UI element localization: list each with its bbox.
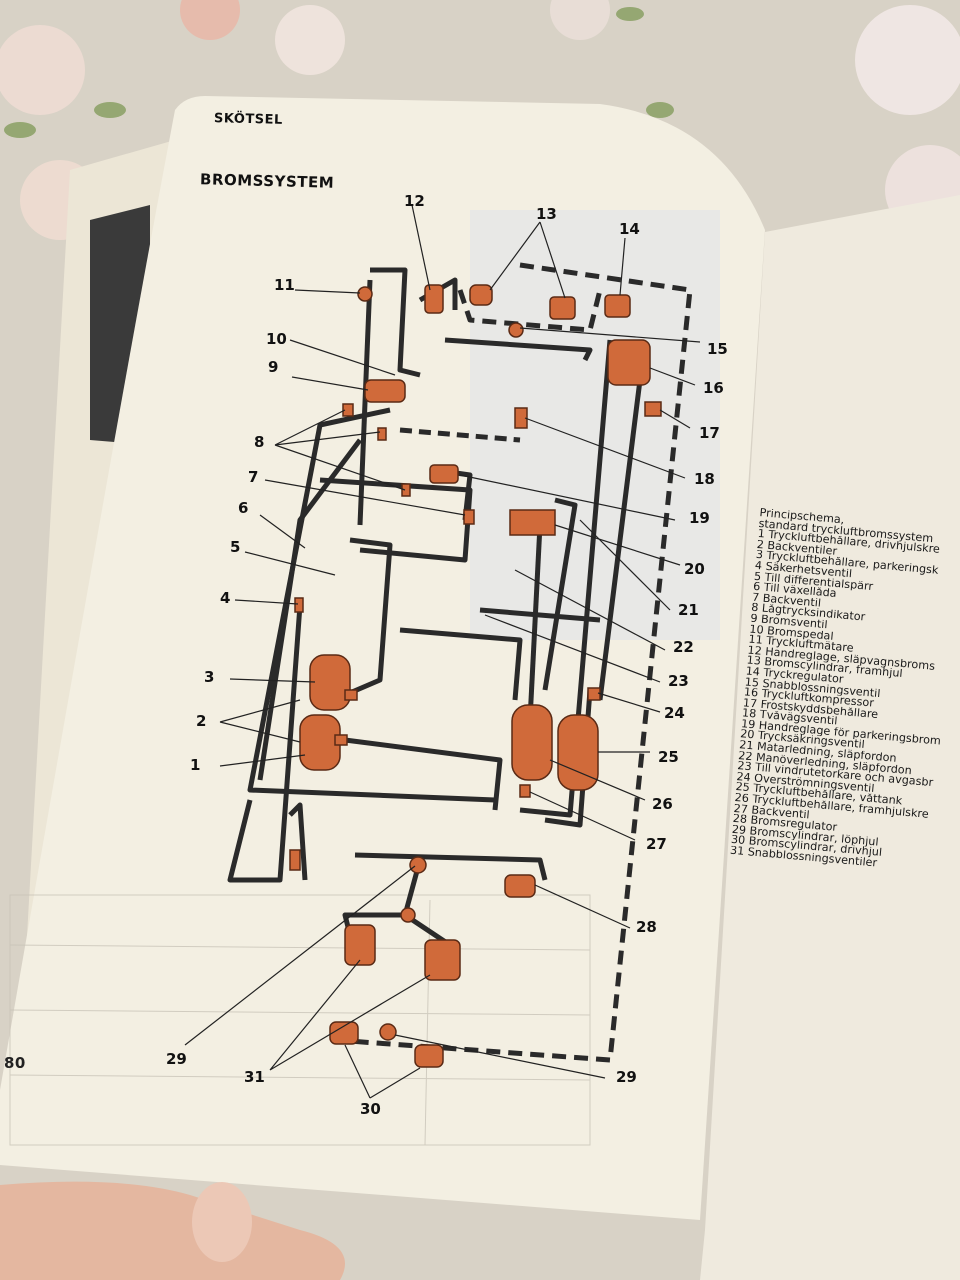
callout-11: 11	[274, 276, 295, 294]
regulator-14	[604, 294, 631, 318]
callout-13: 13	[536, 205, 557, 223]
antifreeze-17	[644, 401, 662, 417]
air-tank-3	[309, 654, 351, 711]
air-tank-26	[511, 704, 553, 781]
overflow-valve-24	[587, 687, 601, 701]
check-valve-7	[401, 483, 411, 497]
cylinder-31b	[424, 939, 461, 981]
check-valve-2a	[344, 689, 358, 701]
components	[289, 284, 662, 1068]
quick-release-29b	[400, 907, 416, 923]
page-number: 80	[4, 1054, 26, 1072]
low-pressure-8b	[377, 427, 387, 441]
brake-regulator-28	[504, 874, 536, 898]
callout-20: 20	[684, 560, 705, 578]
cylinder-13a	[469, 284, 493, 306]
handle-12	[424, 284, 444, 314]
callout-27: 27	[646, 835, 667, 853]
callout-2: 2	[196, 712, 207, 730]
callout-30: 30	[360, 1100, 381, 1118]
callout-14: 14	[619, 220, 640, 238]
callout-28: 28	[636, 918, 657, 936]
callout-25: 25	[658, 748, 679, 766]
callout-17: 17	[699, 424, 720, 442]
twoway-valve-18	[514, 407, 528, 429]
callout-4: 4	[220, 589, 231, 607]
check-valve-2b	[334, 734, 348, 746]
callout-6: 6	[238, 499, 249, 517]
quick-release-29a	[409, 856, 427, 874]
callout-22: 22	[673, 638, 694, 656]
handle-19	[429, 464, 459, 484]
callout-5: 5	[230, 538, 241, 556]
callout-23: 23	[668, 672, 689, 690]
check-valve-27	[519, 784, 531, 798]
callout-21: 21	[678, 601, 699, 619]
cylinder-30a	[329, 1021, 359, 1045]
air-tank-1	[299, 714, 341, 771]
callout-12: 12	[404, 192, 425, 210]
callout-10: 10	[266, 330, 287, 348]
quick-release-15	[508, 322, 524, 338]
callout-19: 19	[689, 509, 710, 527]
compressor-16	[607, 339, 651, 386]
quick-release-29c	[379, 1023, 397, 1041]
callout-18: 18	[694, 470, 715, 488]
gauge-11	[357, 286, 373, 302]
callout-9: 9	[268, 358, 279, 376]
callout-8: 8	[254, 433, 265, 451]
brake-valve-9	[364, 379, 406, 403]
valve-6	[463, 509, 475, 525]
callout-31: 31	[244, 1068, 265, 1086]
callout-29-left: 29	[166, 1050, 187, 1068]
callout-7: 7	[248, 468, 259, 486]
callout-1: 1	[190, 756, 201, 774]
callout-16: 16	[703, 379, 724, 397]
air-tank-25	[557, 714, 599, 791]
low-pressure-8a	[342, 403, 354, 417]
callout-24: 24	[664, 704, 685, 722]
callout-15: 15	[707, 340, 728, 358]
pipe-lines	[227, 262, 693, 1063]
legend: Principschema, standard tryckluftbromssy…	[730, 508, 960, 874]
callout-leaders	[184, 204, 701, 1099]
callout-26: 26	[652, 795, 673, 813]
pressure-valve-20	[509, 509, 556, 536]
valve-left	[289, 849, 301, 871]
safety-valve-4	[294, 597, 304, 613]
callout-3: 3	[204, 668, 215, 686]
cylinder-31a	[344, 924, 376, 966]
callout-29-right: 29	[616, 1068, 637, 1086]
cylinder-30b	[414, 1044, 444, 1068]
cylinder-13b	[549, 296, 576, 320]
